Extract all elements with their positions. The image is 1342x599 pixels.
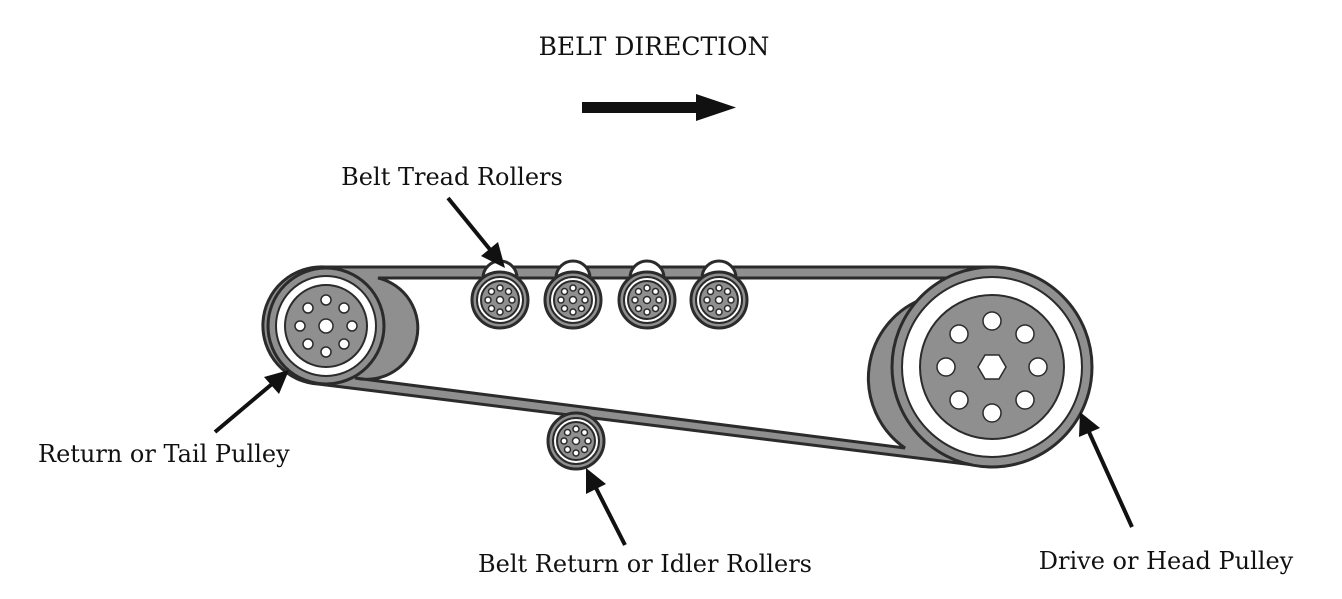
label-tail-pulley: Return or Tail Pulley — [38, 440, 290, 468]
tread-roller — [470, 270, 530, 330]
label-head-pulley: Drive or Head Pulley — [1039, 547, 1294, 575]
belt-direction-title: BELT DIRECTION — [539, 32, 770, 61]
tread-roller — [617, 270, 677, 330]
idler-roller — [546, 411, 606, 471]
pointer-arrow-tail — [213, 370, 289, 434]
pointer-arrow-idler — [586, 468, 627, 546]
label-idler-rollers: Belt Return or Idler Rollers — [478, 550, 812, 578]
tread-roller — [543, 270, 603, 330]
pointer-arrow-tread — [446, 196, 505, 268]
pointer-arrow-head — [1079, 412, 1134, 528]
tail-pulley — [266, 266, 386, 386]
belt-direction-arrow — [582, 94, 736, 121]
tread-roller — [689, 270, 749, 330]
head-pulley — [890, 265, 1094, 469]
label-tread-rollers: Belt Tread Rollers — [341, 163, 563, 191]
